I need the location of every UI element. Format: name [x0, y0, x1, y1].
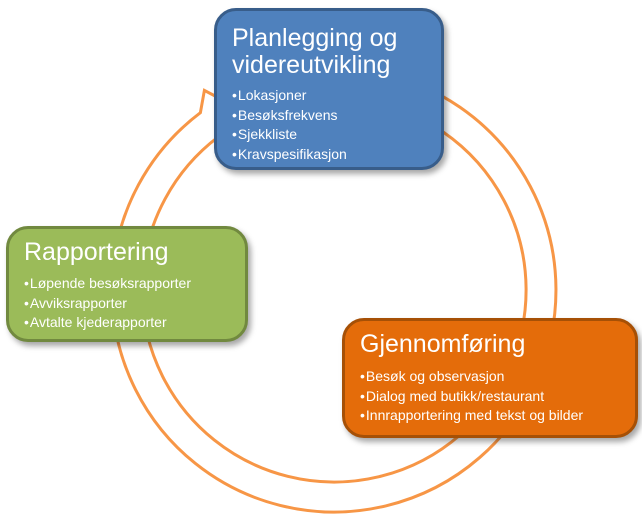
bullet-item: Besøk og observasjon	[360, 367, 635, 387]
title-line: Rapportering	[24, 238, 169, 266]
title-line: Planlegging og	[232, 24, 398, 52]
bullet-item: Avviksrapporter	[24, 294, 245, 314]
step-planning-bullets: Lokasjoner Besøksfrekvens Sjekkliste Kra…	[232, 86, 441, 164]
bullet-item: Innrapportering med tekst og bilder	[360, 406, 635, 426]
step-reporting-bullets: Løpende besøksrapporter Avviksrapporter …	[24, 274, 245, 333]
bullet-item: Dialog med butikk/restaurant	[360, 387, 635, 407]
bullet-item: Løpende besøksrapporter	[24, 274, 245, 294]
step-reporting-title: Rapportering	[24, 239, 245, 266]
bullet-item: Lokasjoner	[232, 86, 441, 106]
title-line: Gjennomføring	[360, 330, 526, 358]
step-planning-box: Planlegging og videreutvikling Lokasjone…	[214, 8, 444, 170]
step-execution-bullets: Besøk og observasjon Dialog med butikk/r…	[360, 367, 635, 426]
bullet-item: Besøksfrekvens	[232, 106, 441, 126]
step-execution-box: Gjennomføring Besøk og observasjon Dialo…	[342, 318, 638, 438]
bullet-item: Avtalte kjederapporter	[24, 313, 245, 333]
title-line: videreutvikling	[232, 51, 391, 79]
bullet-item: Kravspesifikasjon	[232, 145, 441, 165]
step-planning-title: Planlegging og videreutvikling	[232, 25, 441, 79]
step-reporting-box: Rapportering Løpende besøksrapporter Avv…	[6, 226, 248, 342]
bullet-item: Sjekkliste	[232, 125, 441, 145]
step-execution-title: Gjennomføring	[360, 331, 635, 358]
